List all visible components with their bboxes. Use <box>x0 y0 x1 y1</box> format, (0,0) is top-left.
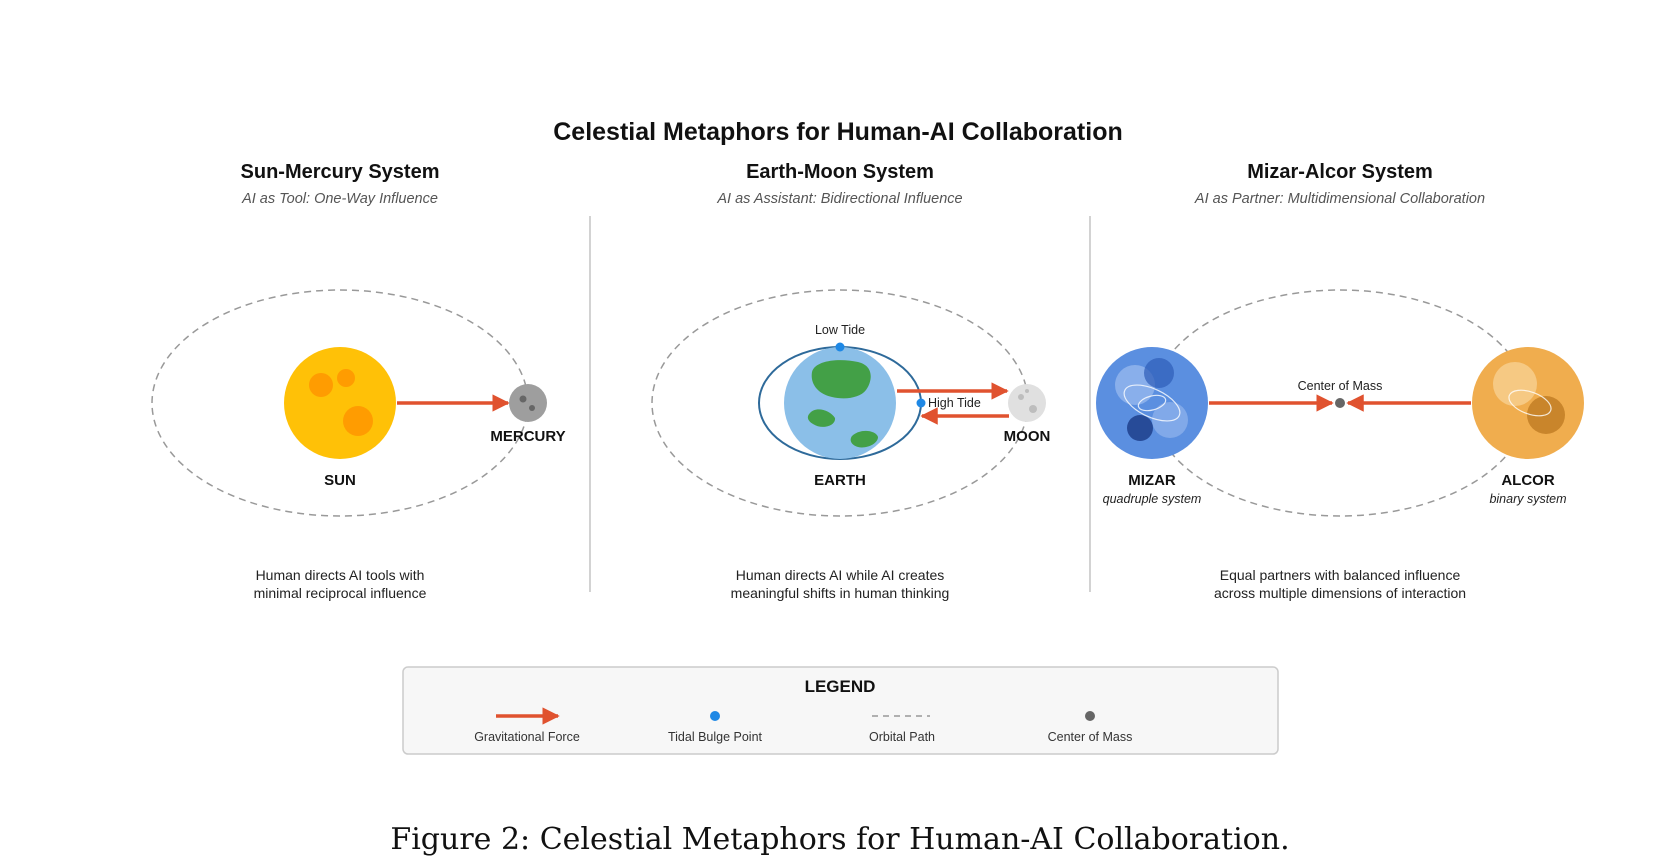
legend-title: LEGEND <box>805 677 876 696</box>
tidal-bulge-point-high <box>916 398 926 408</box>
dot-icon <box>1085 711 1095 721</box>
panel-title: Sun-Mercury System <box>241 161 440 183</box>
panel-description-line: meaningful shifts in human thinking <box>731 585 950 601</box>
mercury-icon <box>509 384 547 422</box>
panel-description-line: across multiple dimensions of interactio… <box>1214 585 1466 601</box>
sun-icon <box>284 347 396 459</box>
alcor-note: binary system <box>1489 492 1566 506</box>
legend-item-label: Gravitational Force <box>474 730 580 744</box>
legend-item-tidal-bulge-point: Tidal Bulge Point <box>668 711 763 744</box>
center-of-mass-point <box>1335 398 1345 408</box>
mizar-icon <box>1096 347 1208 459</box>
legend-item-label: Tidal Bulge Point <box>668 730 763 744</box>
sun-mercury-panel: Sun-Mercury System AI as Tool: One-Way I… <box>151 161 566 601</box>
earth-icon <box>758 346 922 460</box>
legend-item-orbital-path: Orbital Path <box>869 715 935 744</box>
alcor-label: ALCOR <box>1501 472 1554 489</box>
tidal-bulge-point-low <box>835 342 845 352</box>
mizar-note: quadruple system <box>1103 492 1202 506</box>
panel-title: Mizar-Alcor System <box>1247 161 1433 183</box>
panel-description-line: Human directs AI tools with <box>256 567 425 583</box>
moon-label: MOON <box>1004 428 1051 445</box>
dot-icon <box>710 711 720 721</box>
panel-subtitle: AI as Partner: Multidimensional Collabor… <box>1194 191 1485 207</box>
alcor-icon <box>1472 347 1584 459</box>
panel-description-line: Equal partners with balanced influence <box>1220 567 1461 583</box>
mizar-alcor-panel: Mizar-Alcor System AI as Partner: Multid… <box>1096 161 1584 601</box>
panel-description-line: Human directs AI while AI creates <box>736 567 945 583</box>
figure-caption: Figure 2: Celestial Metaphors for Human-… <box>390 822 1289 857</box>
earth-label: EARTH <box>814 472 866 489</box>
legend-item-center-of-mass: Center of Mass <box>1048 711 1133 744</box>
sun-label: SUN <box>324 472 356 489</box>
figure-title: Celestial Metaphors for Human-AI Collabo… <box>553 118 1123 146</box>
panel-title: Earth-Moon System <box>746 161 934 183</box>
panel-subtitle: AI as Tool: One-Way Influence <box>241 191 438 207</box>
low-tide-label: Low Tide <box>815 323 865 337</box>
moon-icon <box>1008 384 1046 422</box>
legend-item-gravitational-force: Gravitational Force <box>474 707 580 744</box>
center-of-mass-label: Center of Mass <box>1298 379 1383 393</box>
mizar-label: MIZAR <box>1128 472 1176 489</box>
panel-subtitle: AI as Assistant: Bidirectional Influence <box>716 191 962 207</box>
mercury-label: MERCURY <box>490 428 565 445</box>
legend-item-label: Orbital Path <box>869 730 935 744</box>
panel-description-line: minimal reciprocal influence <box>254 585 427 601</box>
legend-box <box>402 666 1279 755</box>
high-tide-label: High Tide <box>928 396 981 410</box>
legend: LEGEND Gravitational Force Tidal Bulge P… <box>402 666 1279 755</box>
earth-moon-panel: Earth-Moon System AI as Assistant: Bidir… <box>651 161 1051 601</box>
legend-item-label: Center of Mass <box>1048 730 1133 744</box>
